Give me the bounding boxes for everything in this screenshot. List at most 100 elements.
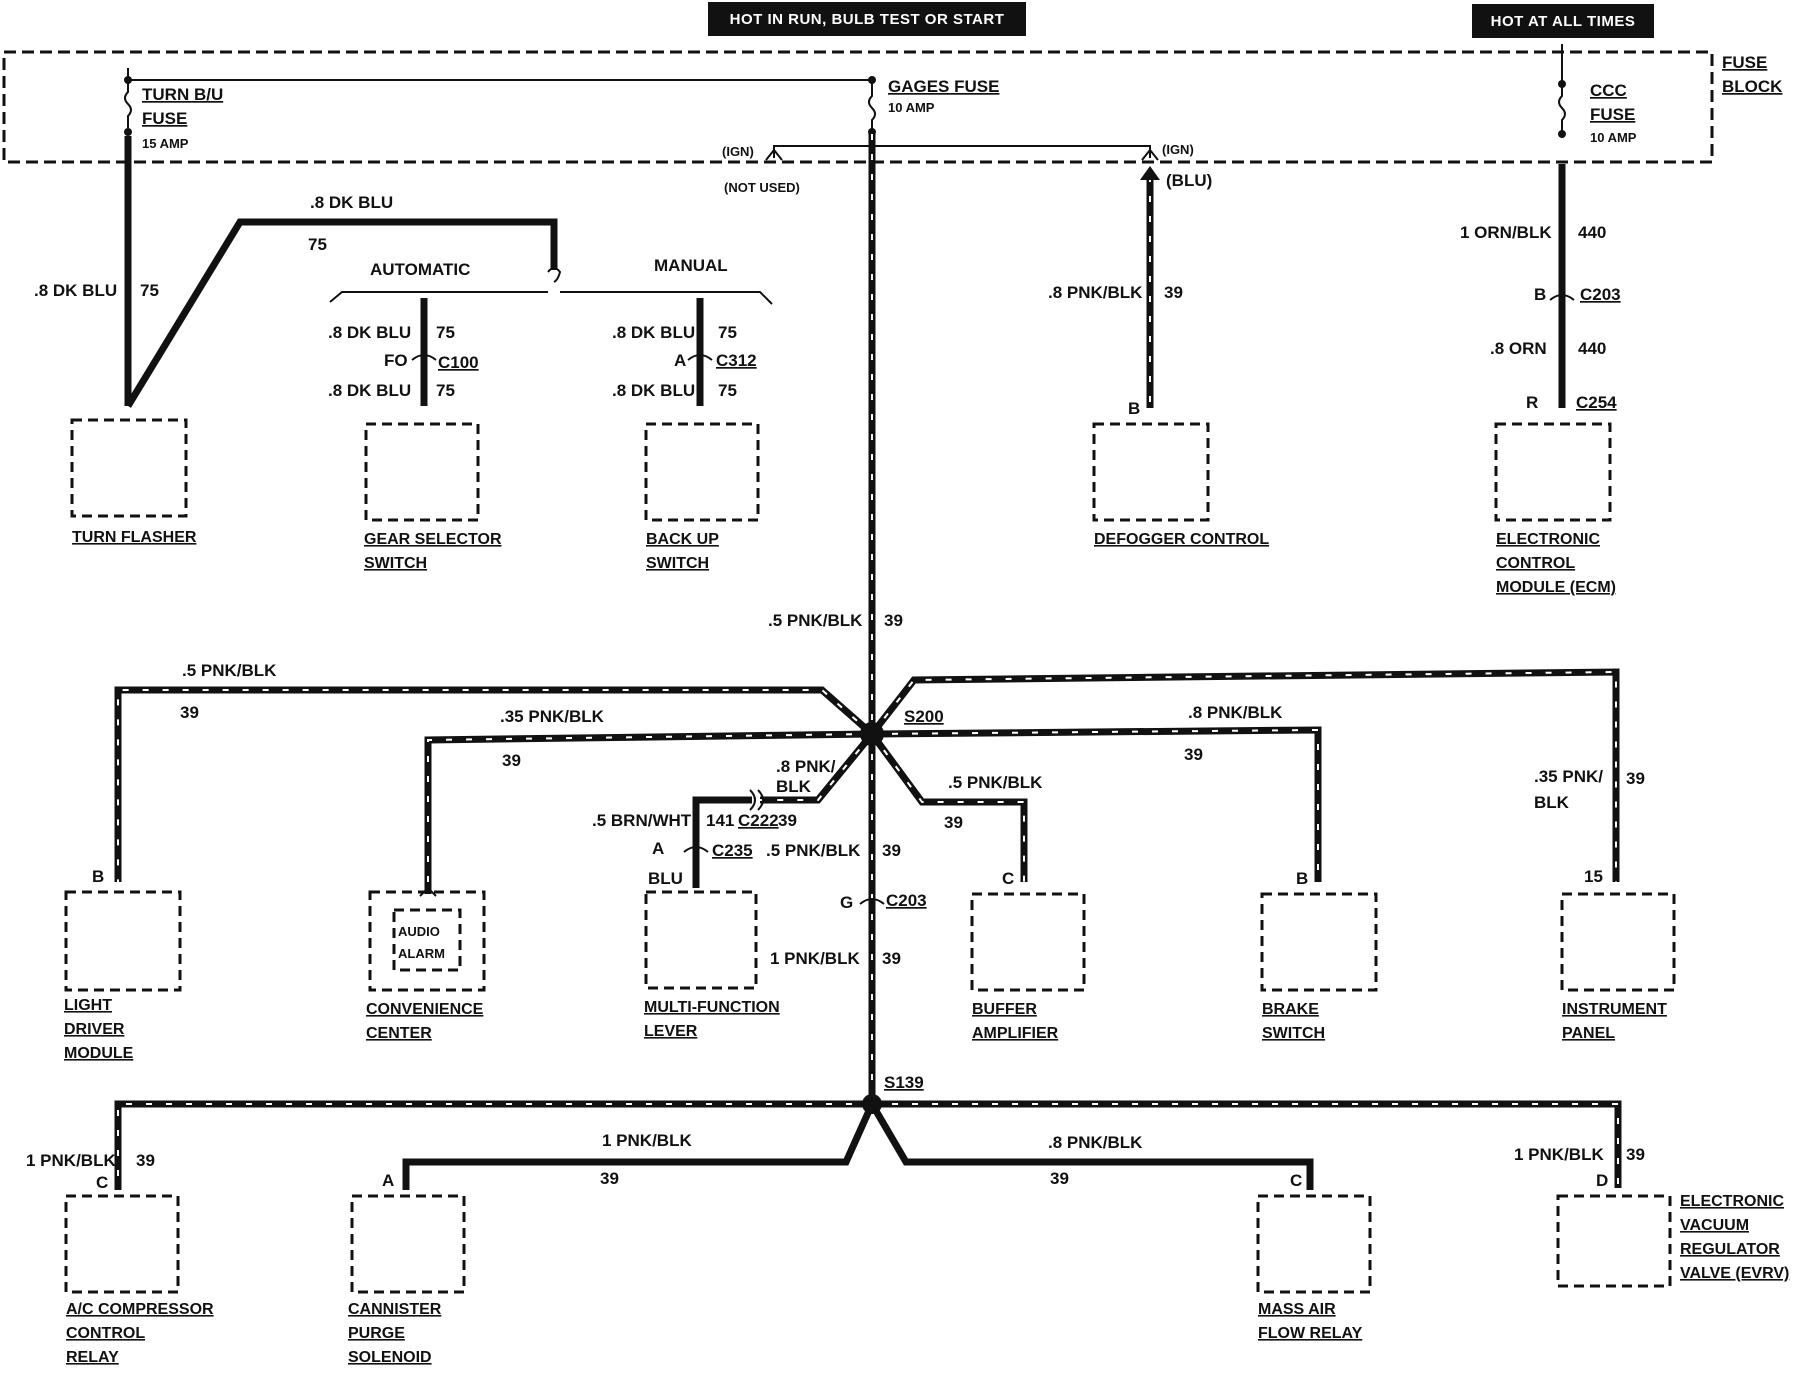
mfl-blu: BLU xyxy=(648,869,683,888)
ldm-pin: B xyxy=(92,867,104,886)
ccc-fuse: CCC FUSE 10 AMP xyxy=(1558,44,1637,145)
defogger-arrow xyxy=(1140,166,1160,180)
turn-fuse-label-1: TURN B/U xyxy=(142,85,223,104)
evrv-label-4: VALVE (EVRV) xyxy=(1680,1265,1789,1282)
backup-wire-2: .8 DK BLU xyxy=(612,381,695,400)
s200-label: S200 xyxy=(904,707,944,726)
lower-connector: C203 xyxy=(886,891,927,910)
ac-branch xyxy=(114,1100,872,1190)
brake-switch-box xyxy=(1260,892,1378,992)
brake-branch-stripe xyxy=(871,728,1319,882)
auto-bus xyxy=(329,291,548,303)
fuse-block-label-2: BLOCK xyxy=(1722,77,1783,96)
lower-wire-1: .5 PNK/BLK xyxy=(766,841,861,860)
maf-label-2: FLOW RELAY xyxy=(1258,1325,1363,1342)
mfl-branch-stripe xyxy=(760,733,873,801)
buffer-circuit: 39 xyxy=(944,813,963,832)
main-wire-label: .5 PNK/BLK xyxy=(768,611,863,630)
c235-connector-symbol xyxy=(683,846,709,853)
ecm-circuit-1: 440 xyxy=(1578,223,1606,242)
ecm-label-3: MODULE (ECM) xyxy=(1496,579,1616,596)
gear-circuit-1: 75 xyxy=(436,323,455,342)
mfl-connector-2: C235 xyxy=(712,841,753,860)
defogger-wire: (BLU) .8 PNK/BLK 39 B xyxy=(1048,166,1212,418)
gages-fuse-node-top xyxy=(868,76,876,84)
turn-fuse-node-top xyxy=(124,76,132,84)
cp-pin: A xyxy=(382,1171,394,1190)
not-used-label: (NOT USED) xyxy=(724,180,800,195)
ldm-branch xyxy=(114,686,875,882)
s139-branches: S139 1 PNK/BLK 39 C 1 PNK/BLK 39 A .8 PN… xyxy=(26,1073,1645,1192)
ldm-wire-label: .5 PNK/BLK xyxy=(182,661,277,680)
ecm-circuit-2: 440 xyxy=(1578,339,1606,358)
brake-pin: B xyxy=(1296,869,1308,888)
gear-circuit-2: 75 xyxy=(436,381,455,400)
main-circuit: 39 xyxy=(884,611,903,630)
brake-label-1: BRAKE xyxy=(1262,1001,1319,1018)
cp-branch xyxy=(402,1102,876,1190)
defogger-pin: B xyxy=(1128,399,1140,418)
light-driver-box xyxy=(64,890,182,992)
gear-wire-1: .8 DK BLU xyxy=(328,323,411,342)
evrv-label-2: VACUUM xyxy=(1680,1217,1749,1234)
mfl-wire-label-2: BLK xyxy=(776,777,812,796)
brake-wire-label: .8 PNK/BLK xyxy=(1188,703,1283,722)
defogger-blu: (BLU) xyxy=(1166,171,1212,190)
turn-fuse-label-2: FUSE xyxy=(142,109,187,128)
gear-connector: C100 xyxy=(438,353,479,372)
gear-selector-label-1: GEAR SELECTOR xyxy=(364,531,502,548)
buffer-amp-box xyxy=(970,892,1086,992)
hot-run-badge: HOT IN RUN, BULB TEST OR START xyxy=(708,2,1026,36)
s200-splice xyxy=(860,722,884,746)
fuse-block-label-1: FUSE xyxy=(1722,53,1767,72)
backup-connector: C312 xyxy=(716,351,757,370)
ign-right-label: (IGN) xyxy=(1162,142,1194,157)
manual-bus xyxy=(560,291,773,305)
mfl-pin: A xyxy=(652,839,664,858)
turn-wire: .8 DK BLU 75 .8 DK BLU 75 xyxy=(34,136,562,408)
gear-selector-label-2: SWITCH xyxy=(364,555,427,572)
dkblu-top-label: .8 DK BLU xyxy=(310,193,393,212)
ac-branch-stripe xyxy=(117,1103,872,1190)
brake-branch xyxy=(871,726,1322,882)
ip-wire-label-2: BLK xyxy=(1534,793,1570,812)
conv-label-1: CONVENIENCE xyxy=(366,1001,484,1018)
gages-fuse-amp: 10 AMP xyxy=(888,100,935,115)
ecm-label-1: ELECTRONIC xyxy=(1496,531,1600,548)
ecm-wire-1: 1 ORN/BLK xyxy=(1460,223,1552,242)
brake-label-2: SWITCH xyxy=(1262,1025,1325,1042)
maf-wire-label: .8 PNK/BLK xyxy=(1048,1133,1143,1152)
evrv-circuit: 39 xyxy=(1626,1145,1645,1164)
turn-fuse-symbol xyxy=(124,80,132,128)
cc-branch-stripe xyxy=(427,733,873,894)
evrv-label-1: ELECTRONIC xyxy=(1680,1193,1784,1210)
audio-alarm-box xyxy=(392,908,462,972)
evrv-label-3: REGULATOR xyxy=(1680,1241,1780,1258)
hot-all-label: HOT AT ALL TIMES xyxy=(1491,13,1636,30)
evrv-branch xyxy=(872,1100,1622,1188)
conv-label-2: CENTER xyxy=(366,1025,432,1042)
cp-wire-label: 1 PNK/BLK xyxy=(602,1131,692,1150)
audio-label-2: ALARM xyxy=(398,946,445,961)
defogger-control-box xyxy=(1092,422,1210,522)
turn-flasher-box xyxy=(70,418,188,518)
turn-fuse: TURN B/U FUSE 15 AMP xyxy=(124,76,223,151)
ccc-fuse-node-bottom xyxy=(1558,130,1566,138)
turn-flasher-label: TURN FLASHER xyxy=(72,529,197,546)
ac-wire-label: 1 PNK/BLK xyxy=(26,1151,116,1170)
backup-circuit-1: 75 xyxy=(718,323,737,342)
ecm-connector-1: C203 xyxy=(1580,285,1621,304)
multifunction-box xyxy=(644,890,758,990)
audio-label-1: AUDIO xyxy=(398,924,440,939)
audio-alarm-contact xyxy=(419,886,437,897)
defogger-circuit: 39 xyxy=(1164,283,1183,302)
ac-circuit: 39 xyxy=(136,1151,155,1170)
evrv-branch-stripe xyxy=(872,1103,1619,1188)
ecm-label-2: CONTROL xyxy=(1496,555,1575,572)
mfl-brn-label: .5 BRN/WHT xyxy=(592,811,692,830)
buffer-label-2: AMPLIFIER xyxy=(972,1025,1059,1042)
ign-bus xyxy=(773,145,1151,158)
ac-label-2: CONTROL xyxy=(66,1325,145,1342)
ldm-circuit: 39 xyxy=(180,703,199,722)
